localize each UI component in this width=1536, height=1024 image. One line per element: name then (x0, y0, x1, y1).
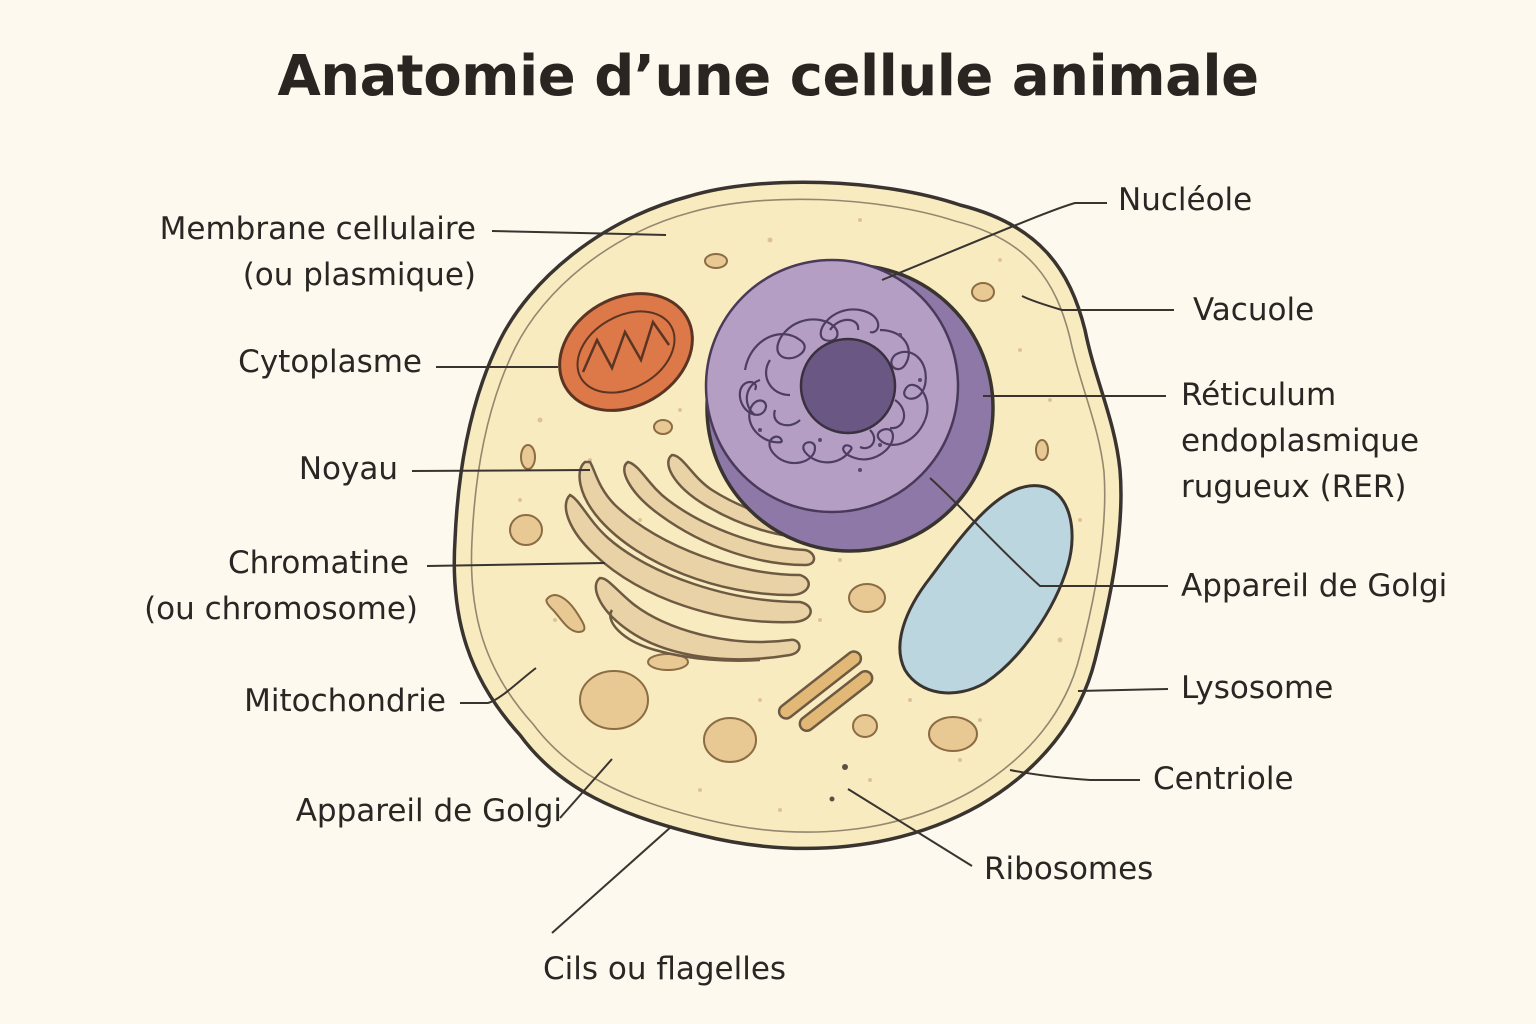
vesicles (509, 253, 1049, 763)
centrioles (777, 650, 874, 733)
vacuole (898, 484, 1074, 695)
ribosome-dots (829, 764, 848, 802)
golgi-apparatus (564, 453, 821, 662)
label-chromatine: Chromatine (ou chromosome) (144, 540, 418, 632)
label-rer-line3: rugueux (RER) (1181, 469, 1407, 505)
label-golgi-right: Appareil de Golgi (1181, 568, 1448, 604)
label-nucleole: Nucléole (1118, 182, 1253, 218)
label-membrane: Membrane cellulaire (ou plasmique) (160, 206, 476, 298)
leader-lines (411, 202, 1174, 934)
label-cytoplasme: Cytoplasme (238, 344, 422, 380)
label-rer: Réticulum endoplasmique rugueux (RER) (1181, 372, 1419, 510)
label-golgi-left: Appareil de Golgi (295, 793, 562, 829)
label-membrane-line2: (ou plasmique) (242, 257, 476, 293)
label-chromatine-line1: Chromatine (227, 545, 409, 581)
label-rer-line1: Réticulum (1181, 377, 1337, 413)
label-centriole: Centriole (1153, 761, 1294, 797)
label-mitochondrie: Mitochondrie (244, 683, 446, 719)
nucleolus (799, 337, 897, 435)
label-cils: Cils ou flagelles (543, 951, 787, 987)
nucleus (704, 258, 995, 553)
chromatin (738, 308, 929, 465)
label-noyau: Noyau (298, 451, 398, 487)
label-rer-line2: endoplasmique (1181, 423, 1420, 459)
label-vacuole: Vacuole (1193, 292, 1315, 328)
label-membrane-line1: Membrane cellulaire (159, 211, 476, 247)
cell-membrane-inner (470, 198, 1106, 833)
mitochondrion (558, 292, 694, 412)
label-chromatine-line2: (ou chromosome) (144, 591, 418, 627)
label-ribosomes: Ribosomes (984, 851, 1154, 887)
label-lysosome: Lysosome (1181, 670, 1334, 706)
page-title: Anatomie d’une cellule animale (277, 44, 1259, 109)
